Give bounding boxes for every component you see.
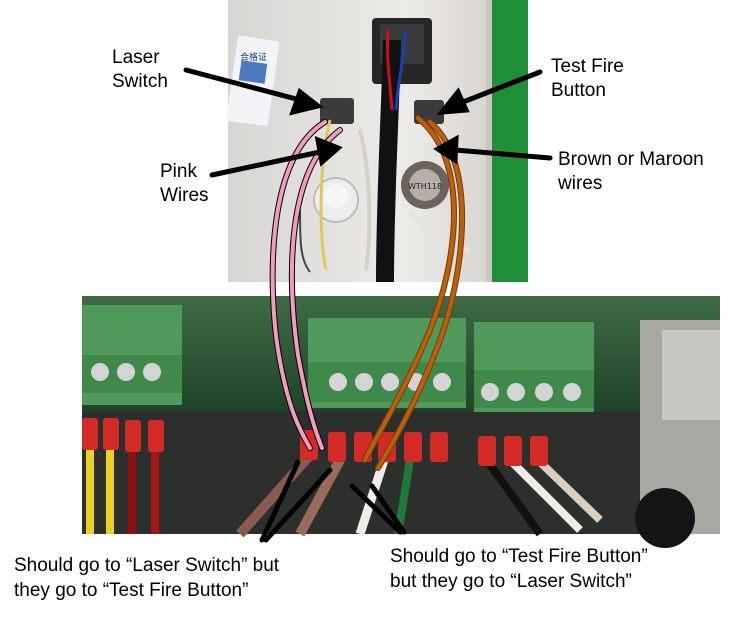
laser-switch xyxy=(320,98,354,124)
label-test-fire-button: Test Fire Button xyxy=(551,56,624,101)
caption-right: Should go to “Test Fire Button” but they… xyxy=(390,546,648,592)
label-brown-wires: Brown or Maroon wires xyxy=(558,149,704,194)
brown-wire-trace xyxy=(362,115,465,471)
arrow-pink-wires xyxy=(209,136,343,178)
green-panel-edge xyxy=(490,0,528,282)
arrow-right-caption xyxy=(349,483,407,535)
certificate-sticker: 合格证 xyxy=(226,35,280,127)
bottom-photo xyxy=(82,296,720,548)
label-laser-switch: Laser Switch xyxy=(112,47,168,92)
top-photo: 合格证 WTH118 xyxy=(226,0,528,283)
caption-left: Should go to “Laser Switch” but they go … xyxy=(14,555,280,601)
sticker-text: 合格证 xyxy=(240,51,267,63)
arrows xyxy=(183,67,553,543)
terminal-block-right xyxy=(474,322,594,412)
arrow-laser-switch xyxy=(183,67,324,116)
arrow-left-caption xyxy=(259,459,333,543)
label-pink-wires: Pink Wires xyxy=(160,161,209,206)
arrow-brown-wires xyxy=(433,134,553,165)
pink-wire-trace xyxy=(269,119,343,451)
meter-text: WTH118 xyxy=(408,182,442,191)
terminal-block-left xyxy=(82,305,182,405)
arrow-test-fire xyxy=(436,69,543,115)
